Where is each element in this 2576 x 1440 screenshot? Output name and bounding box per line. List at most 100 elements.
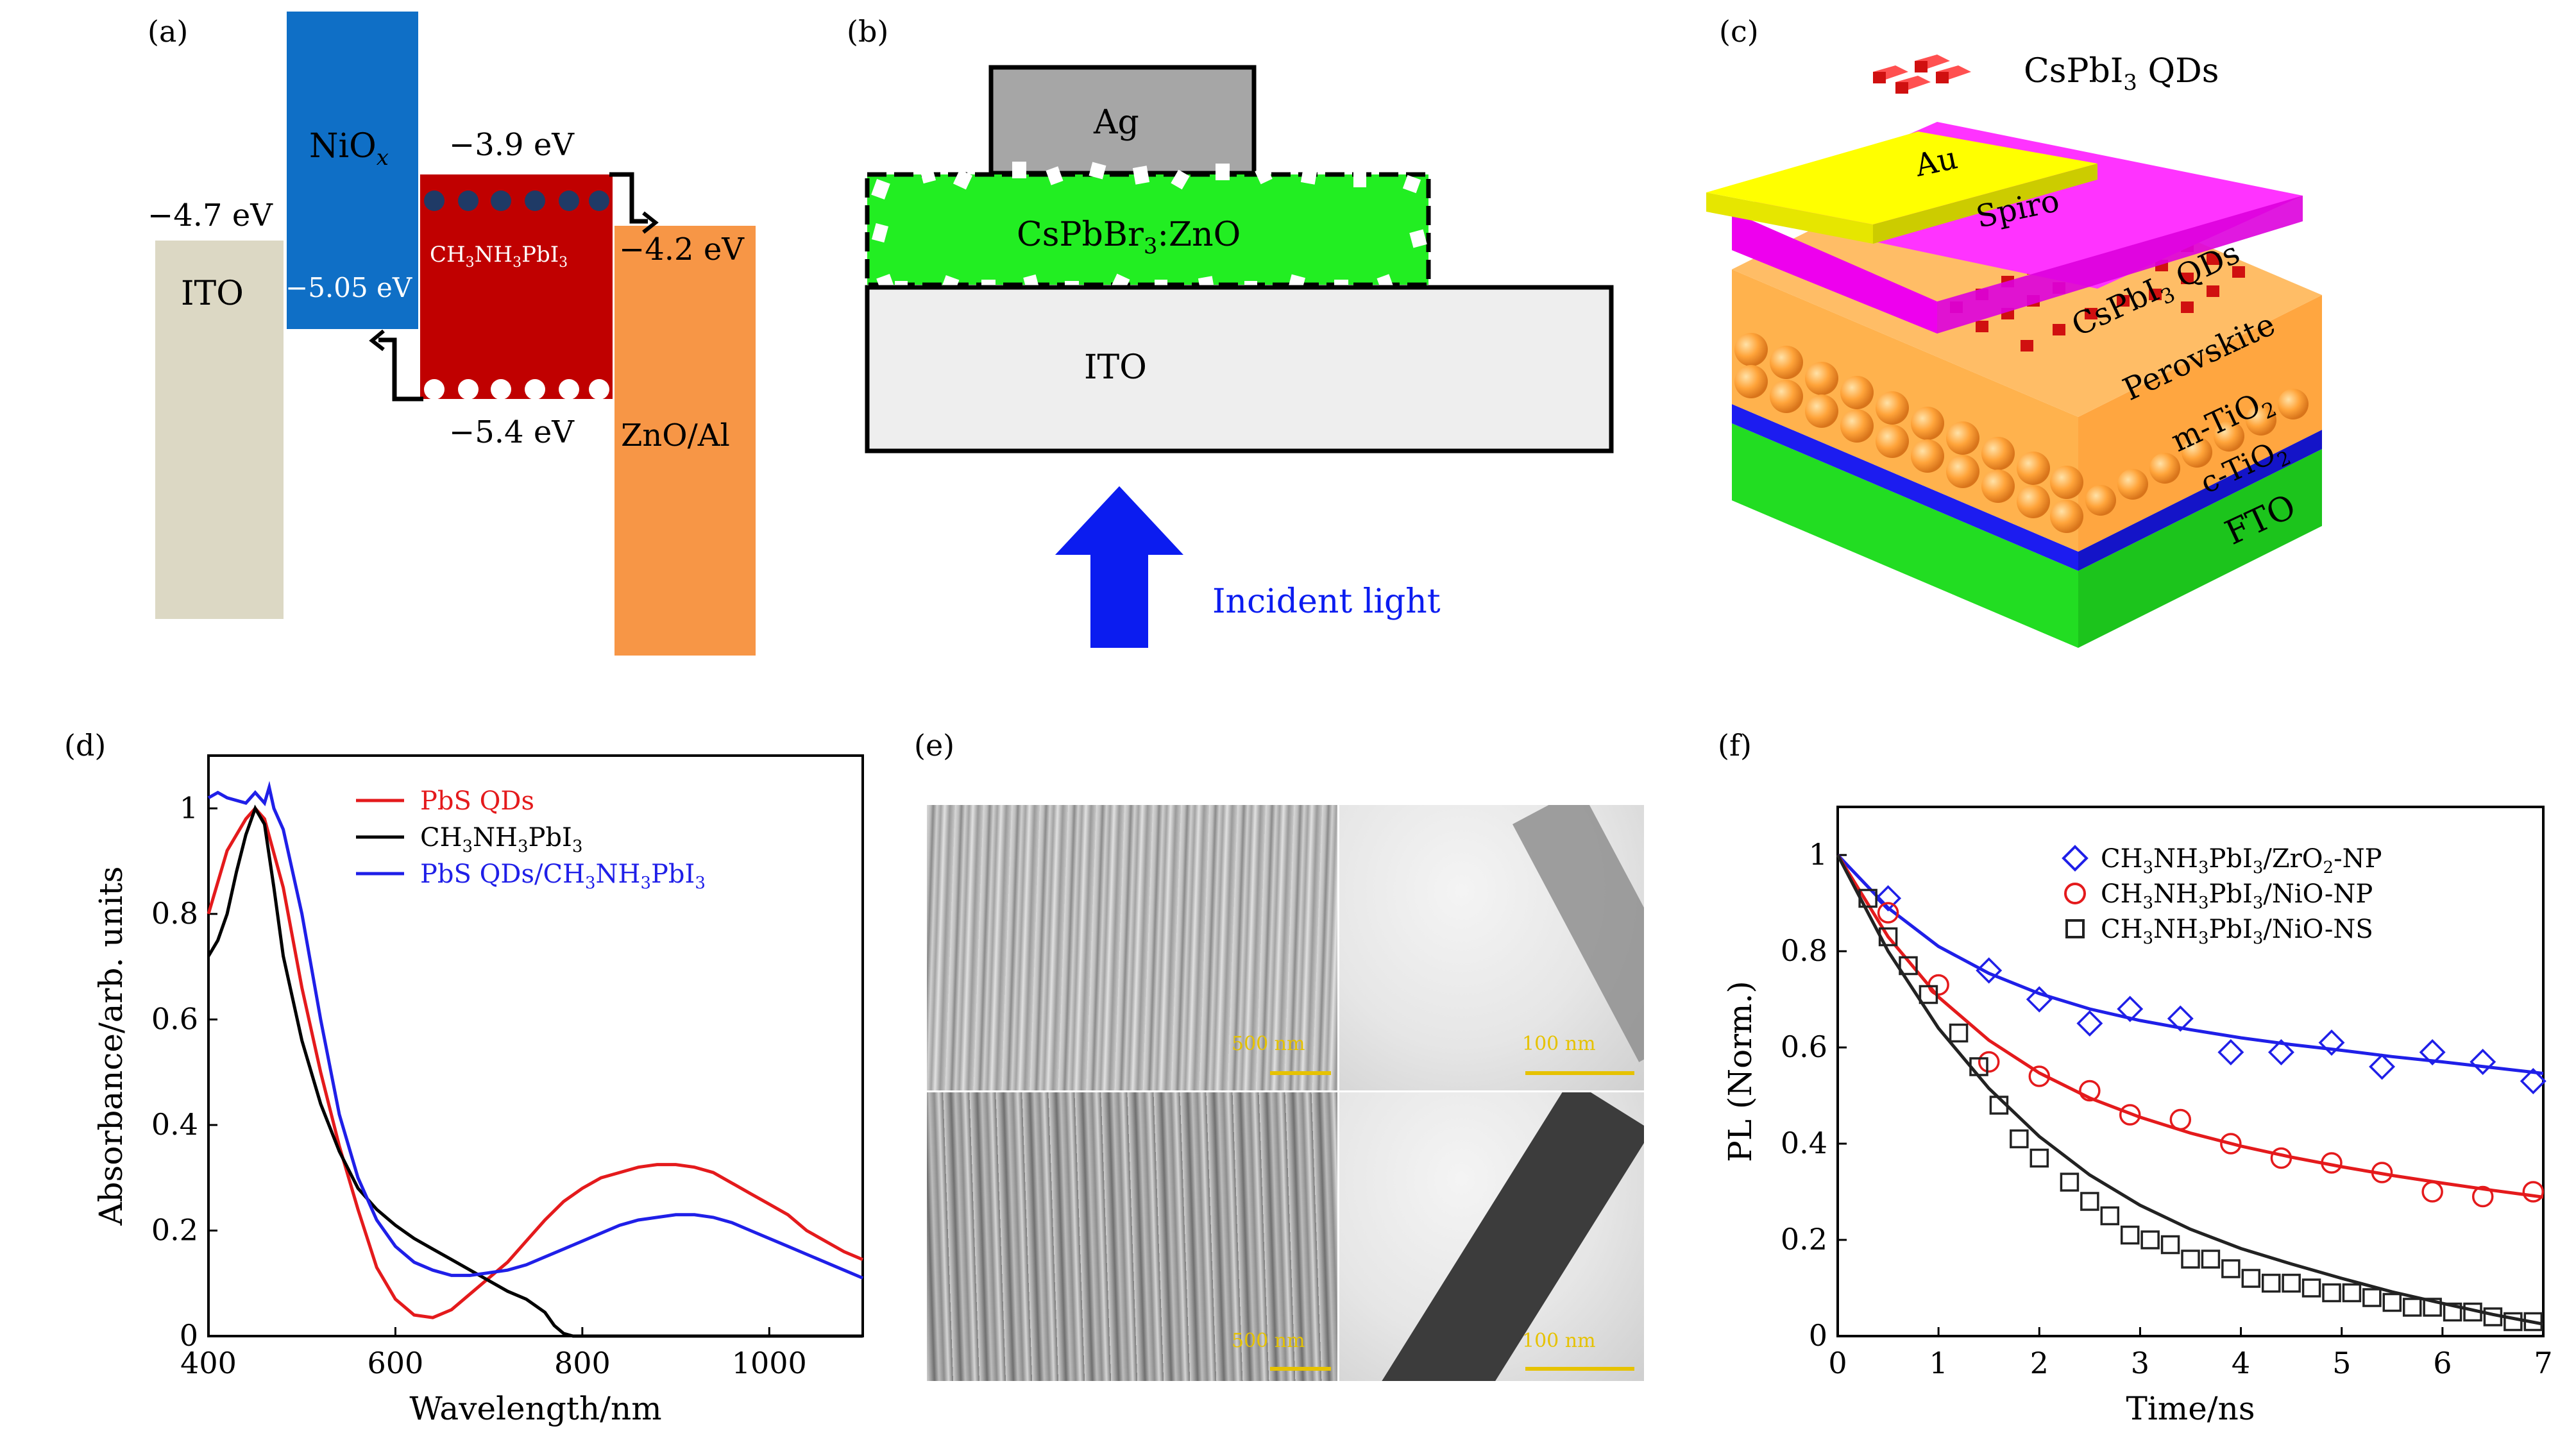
data-point [2321,1152,2343,1174]
panel-d-label: (d) [64,728,106,763]
x-tick-label: 400 [180,1346,237,1380]
series-0 [207,806,863,1319]
panel-e: (e) [914,728,954,763]
data-point [2117,995,2144,1022]
zno-block [614,226,756,656]
data-point [2282,1273,2301,1293]
series-1 [207,804,863,1338]
fit-line [1836,854,2544,1199]
legend-label: PbS QDs/CH3NH3PbI3 [420,860,706,893]
tem-image-bottom: 100 nm [1339,1092,1644,1381]
data-point [1877,902,1899,924]
y-tick-label: 0.2 [1781,1222,1827,1257]
spiro-side [1937,196,2303,334]
data-point [2181,1249,2200,1269]
y-tick-label: 0 [180,1318,198,1353]
data-point [1978,1051,2000,1073]
data-point [2371,1162,2393,1183]
data-point [2270,1147,2292,1169]
qd-legend-icon [1873,55,1971,94]
ito-label: ITO [181,275,244,313]
spiro-front [1732,212,1937,334]
y-tick-label: 0.4 [151,1107,198,1142]
x-tick-label: 3 [2131,1346,2149,1380]
x-tick-label: 2 [2030,1346,2049,1380]
data-point [2483,1307,2503,1326]
series-2 [1836,854,2544,1332]
panel-c: (c) CsPbI3 QDs [1706,14,2322,648]
data-point [1928,974,1949,996]
data-point [2421,1181,2443,1203]
legend-label: CH3NH3PbI3/NiO-NP [2101,879,2373,913]
x-tick-label: 7 [2534,1346,2552,1380]
y-tick-label: 1 [1809,837,1827,872]
panel-f-label: (f) [1718,728,1752,763]
nio-homo-level: −5.05 eV [285,272,412,303]
data-point [2267,1039,2294,1065]
ag-label: Ag [1093,103,1139,142]
data-point [2026,986,2053,1013]
mtio2-spheres [1734,333,2309,533]
plot-frame [207,754,864,1337]
x-tick-label: 1000 [732,1346,807,1380]
data-point [2342,1283,2362,1303]
panel-c-label: (c) [1719,14,1759,49]
ctio2-side [2078,430,2322,571]
sem-image-top: 500 nm [927,805,1337,1090]
fto-side [2078,449,2322,648]
x-tick-label: 800 [554,1346,611,1380]
data-point [2028,1065,2051,1087]
zno-label: ZnO/Al [621,418,730,453]
scale-label-2: 100 nm [1522,1033,1596,1055]
data-point [1989,1096,2009,1115]
x-tick-label: 1 [1929,1346,1948,1380]
data-point [2471,1185,2494,1208]
data-point [2220,1133,2242,1155]
data-point [1919,985,1938,1004]
fit-line [1836,854,2544,1075]
qd-legend-label: CsPbI3 QDs [2024,52,2219,96]
data-point [2402,1298,2422,1317]
ito-substrate-label: ITO [1084,348,1147,387]
au-side [1873,164,2097,244]
data-point [2362,1288,2382,1307]
scale-label-3: 500 nm [1232,1330,1305,1352]
data-point [2060,1173,2080,1192]
data-point [1875,885,1902,911]
x-tick-label: 4 [2232,1346,2250,1380]
active-label: CsPbBr3:ZnO [1017,216,1241,259]
data-point [1899,956,1918,976]
series-2 [207,781,863,1280]
y-tick-label: 0 [1809,1318,1827,1353]
sem-image-bottom: 500 nm [927,1092,1337,1381]
active-layer [865,172,1431,287]
legend-marker [2064,883,2086,904]
scale-bar-4 [1525,1367,1634,1371]
data-point [1969,1057,1988,1076]
data-point [2010,1129,2029,1149]
y-tick-label: 0.2 [151,1212,198,1247]
panel-b: (b) [847,14,1614,648]
series-line [207,781,863,1280]
data-point [2382,1292,2402,1312]
hole-dots [424,379,609,400]
legend-label: CH3NH3PbI3/ZrO2-NP [2101,844,2382,877]
legend-label: PbS QDs [420,786,534,816]
data-point [2029,1148,2049,1168]
panel-b-label: (b) [847,14,888,49]
lumo-level: −3.9 eV [449,127,575,163]
nio-block [287,12,418,329]
data-point [2520,1068,2546,1094]
au-label: Au [1911,140,1961,184]
nanostructure-bottom [1380,1092,1644,1381]
series-line [207,806,863,1319]
legend-marker [2065,919,2085,938]
data-point [2140,1230,2160,1249]
y-tick-label: 0.8 [151,896,198,931]
ito-level: −4.7 eV [148,198,273,233]
series-0 [1836,854,2546,1094]
x-axis-label: Wavelength/nm [409,1390,661,1427]
